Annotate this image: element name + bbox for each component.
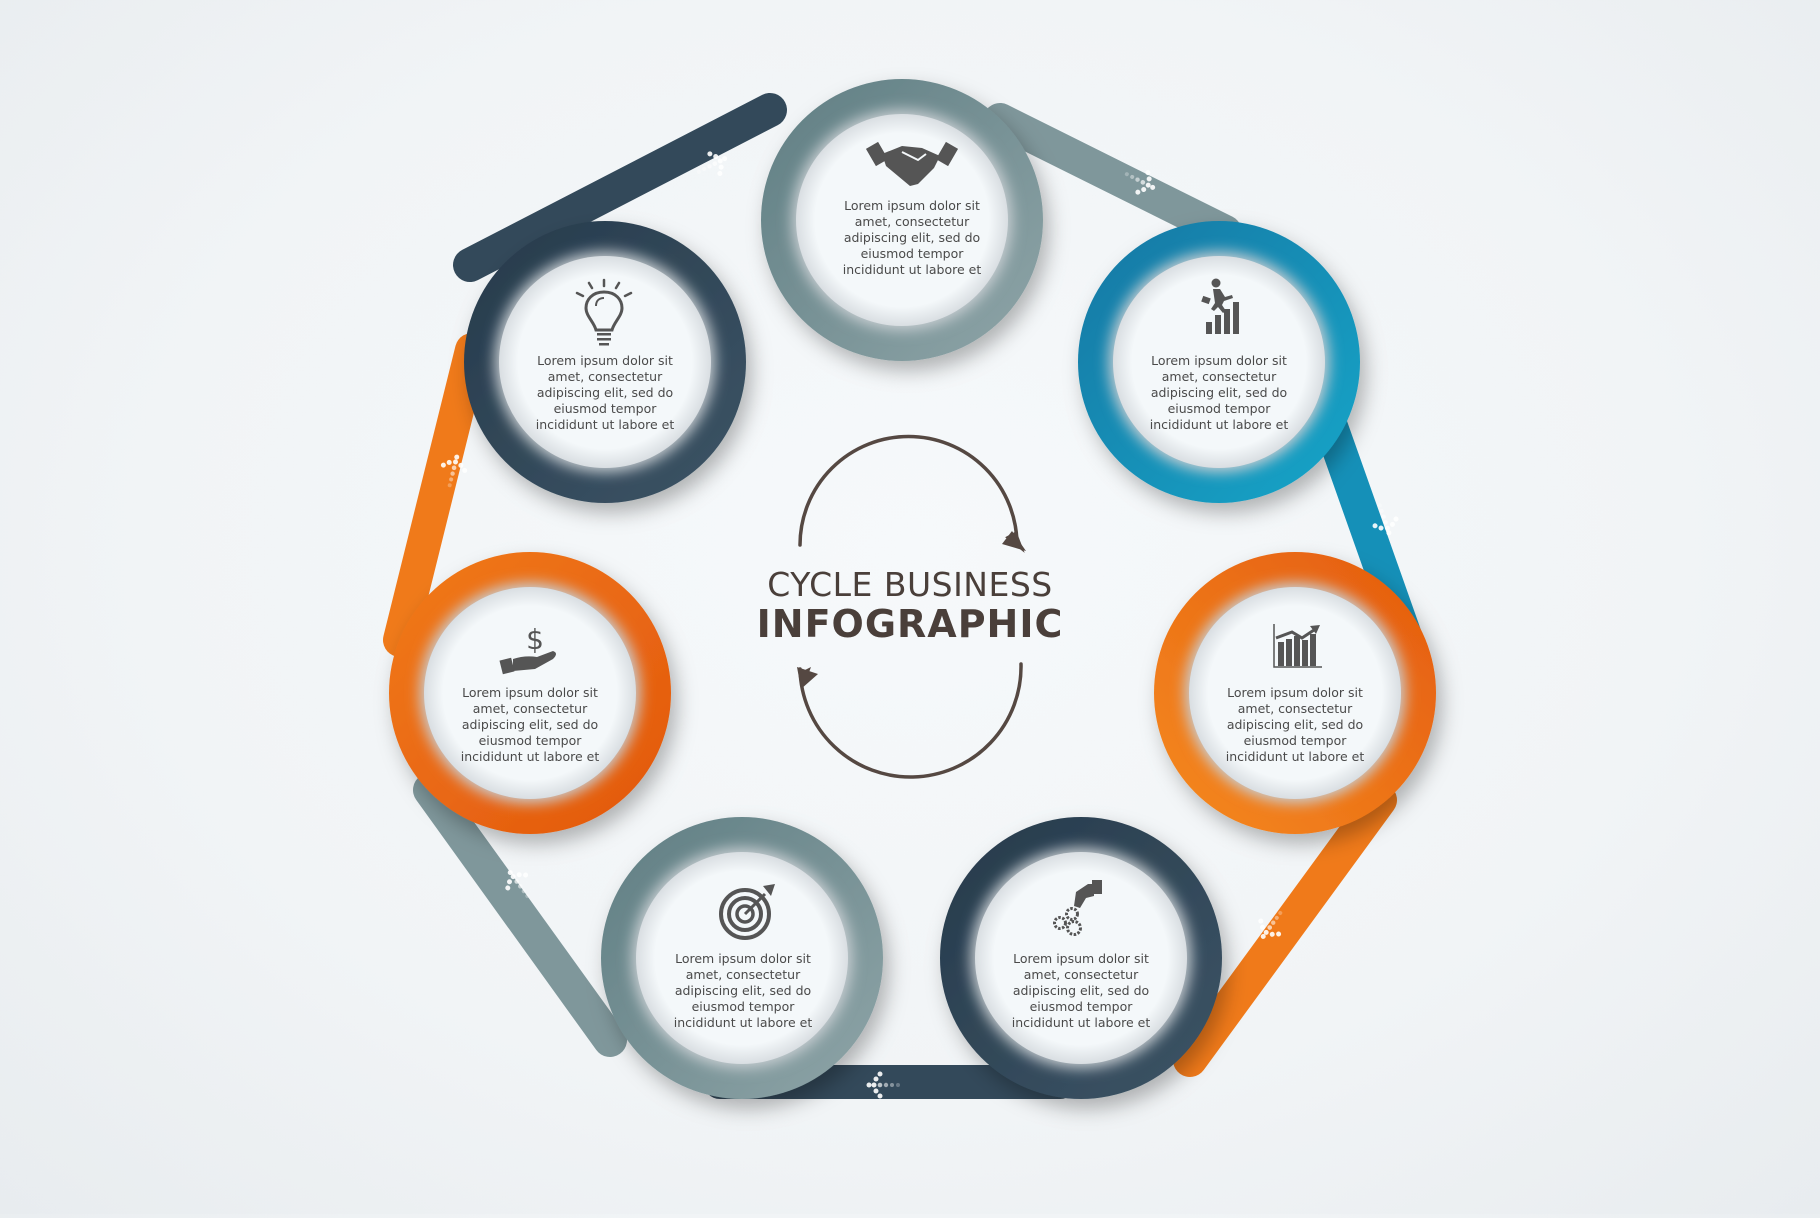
ring-money [389,552,671,834]
cycle-arrows-icon [798,434,1023,779]
dotted-arrow-icon [1372,503,1399,536]
dotted-arrow-icon [440,454,468,488]
dotted-arrow-icon [1124,170,1156,195]
svg-text:$: $ [526,623,544,656]
node-idea-text: Lorem ipsum dolor sit amet, consectetur … [535,353,675,432]
ring-handshake [761,79,1043,361]
dotted-arrow-icon [866,1071,900,1099]
node-money-text: Lorem ipsum dolor sit amet, consectetur … [460,685,600,764]
cycle-arrowhead-icon [1002,531,1026,551]
node-gears-text: Lorem ipsum dolor sit amet, consectetur … [1011,951,1151,1030]
title-line-1: CYCLE BUSINESS [767,565,1053,604]
node-handshake-text: Lorem ipsum dolor sit amet, consectetur … [842,198,982,277]
handshake-icon [865,141,959,186]
dotted-arrow-icon [696,151,728,176]
hand-dollar-icon: $ [499,623,556,675]
band-teal-top [983,103,1242,249]
ring-growth [1078,221,1360,503]
hand-gears-icon [1053,880,1102,936]
dotted-arrow-icon [1258,910,1283,939]
bar-chart-trend-icon [1273,624,1322,668]
lightbulb-icon [575,278,633,346]
node-chart-text: Lorem ipsum dolor sit amet, consectetur … [1225,685,1365,764]
band-orange-left [383,333,489,657]
node-target-text: Lorem ipsum dolor sit amet, consectetur … [673,951,813,1030]
ring-idea [464,221,746,503]
title-line-2: INFOGRAPHIC [756,602,1064,646]
band-teal-bottom [413,773,627,1057]
band-arrows [440,151,1399,1099]
businessman-climbing-bars-icon [1201,278,1239,334]
ring-target [601,817,883,1099]
dotted-arrow-icon [505,870,530,899]
band-orange-right [1173,783,1397,1077]
rings [389,79,1436,1099]
target-arrow-icon [719,884,775,940]
ring-chart [1154,552,1436,834]
ring-gears [940,817,1222,1099]
band-navy-top [453,93,787,282]
cycle-arrowhead-icon [797,667,818,689]
node-growth-text: Lorem ipsum dolor sit amet, consectetur … [1149,353,1289,432]
